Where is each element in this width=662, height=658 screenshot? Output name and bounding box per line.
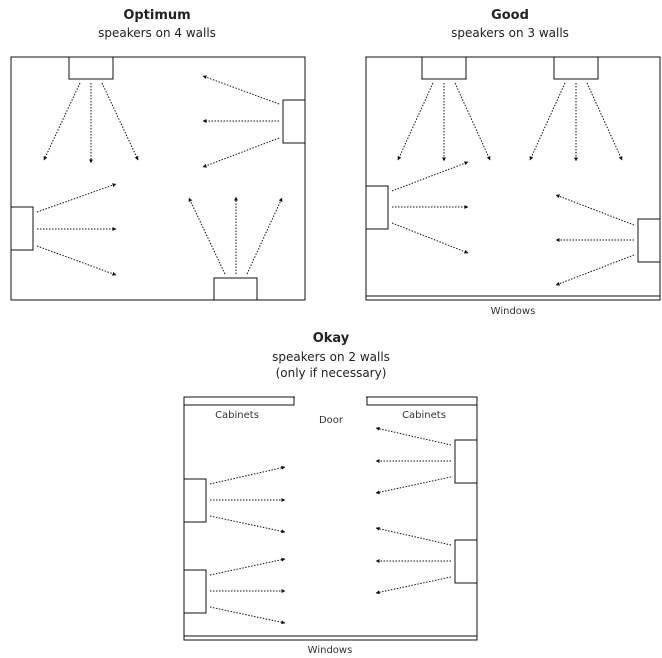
optimum-room xyxy=(10,56,306,301)
okay-arrows xyxy=(209,426,452,625)
good-speaker-top-right xyxy=(553,56,599,80)
okay-cabinets-left-label: Cabinets xyxy=(215,410,259,421)
arrow xyxy=(101,82,139,161)
arrow xyxy=(529,82,566,161)
arrow xyxy=(246,197,283,275)
okay-subtitle-line2: (only if necessary) xyxy=(275,366,387,380)
arrow xyxy=(36,183,117,213)
arrow xyxy=(391,161,469,192)
good-windows-label: Windows xyxy=(491,306,536,317)
optimum-speaker-left xyxy=(10,206,34,251)
okay-room-walls xyxy=(183,396,478,641)
good-room: Windows xyxy=(365,56,661,317)
okay-title: Okay xyxy=(312,331,350,346)
okay-speaker-right-upper xyxy=(454,439,478,484)
good-speaker-left xyxy=(365,185,389,230)
good-speaker-right xyxy=(637,218,661,263)
okay-cabinets-right-strip xyxy=(366,396,478,406)
arrow xyxy=(375,576,452,595)
arrow xyxy=(375,426,452,446)
arrow xyxy=(209,606,286,625)
arrow xyxy=(202,137,280,168)
good-arrows xyxy=(391,82,635,286)
arrow xyxy=(375,476,452,495)
optimum-speaker-top xyxy=(68,56,114,80)
arrow xyxy=(202,75,280,105)
okay-windows-label: Windows xyxy=(308,645,353,656)
okay-cabinets-right-label: Cabinets xyxy=(402,410,446,421)
good-subtitle: speakers on 3 walls xyxy=(451,26,569,40)
okay-cabinets-left-strip xyxy=(183,396,295,406)
optimum-subtitle: speakers on 4 walls xyxy=(98,26,216,40)
arrow xyxy=(397,82,434,161)
arrow xyxy=(209,465,286,485)
good-room-walls xyxy=(365,56,661,301)
okay-subtitle-line1: speakers on 2 walls xyxy=(272,350,390,364)
optimum-room-walls xyxy=(10,56,306,301)
optimum-title: Optimum xyxy=(123,8,191,23)
arrow xyxy=(209,557,286,576)
arrow xyxy=(586,82,623,161)
arrow xyxy=(454,82,491,161)
arrow xyxy=(209,515,286,534)
okay-speaker-right-lower xyxy=(454,539,478,584)
optimum-speaker-right xyxy=(282,99,306,144)
arrow xyxy=(43,82,81,161)
arrow xyxy=(36,245,117,276)
arrow xyxy=(188,197,226,275)
arrow xyxy=(555,254,635,286)
okay-room: Cabinets Door Cabinets Windows xyxy=(183,395,478,656)
okay-speaker-left-lower xyxy=(183,569,207,614)
optimum-speaker-bottom xyxy=(213,277,258,301)
okay-speaker-left-upper xyxy=(183,478,207,523)
okay-door-label: Door xyxy=(319,415,344,426)
good-speaker-top-left xyxy=(421,56,467,80)
arrow xyxy=(375,526,452,546)
arrow xyxy=(391,222,469,254)
arrow xyxy=(555,194,635,226)
optimum-arrows xyxy=(36,75,283,276)
good-title: Good xyxy=(491,8,529,23)
